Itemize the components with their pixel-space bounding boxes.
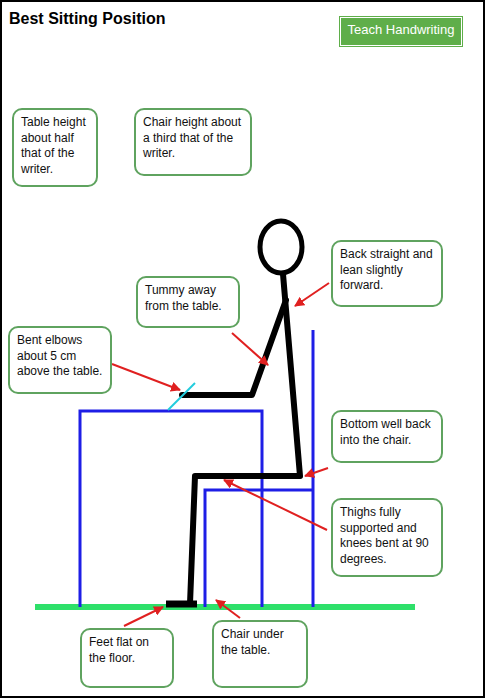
chair-back <box>312 330 315 607</box>
chair-seat <box>205 490 313 607</box>
leader-line <box>305 468 328 476</box>
leader-line <box>112 364 180 390</box>
callout-text: Feet flat on the floor. <box>89 635 165 666</box>
title: Best Sitting Position <box>9 10 165 28</box>
callout-text: Teach Handwriting <box>347 22 455 39</box>
callout-text: Chair height about a third that of the w… <box>143 115 243 162</box>
leader-line <box>216 600 240 618</box>
callout-box: Bottom well back into the chair. <box>331 410 443 463</box>
callout-text: Bent elbows about 5 cm above the table. <box>17 333 103 380</box>
callout-box: Thighs fully supported and knees bent at… <box>331 498 443 577</box>
callout-text: Bottom well back into the chair. <box>340 417 434 448</box>
table-outline <box>80 411 262 607</box>
callout-box: Feet flat on the floor. <box>80 628 174 688</box>
callout-text: Back straight and lean slightly forward. <box>340 247 434 294</box>
callout-box: Chair under the table. <box>212 620 308 688</box>
callout-box: Bent elbows about 5 cm above the table. <box>8 326 112 394</box>
leader-line <box>232 333 268 365</box>
leader-line <box>224 480 327 530</box>
callout-box: Table height about half that of the writ… <box>12 108 98 187</box>
callout-box: Back straight and lean slightly forward. <box>331 240 443 307</box>
leader-line <box>295 283 329 306</box>
button: Teach Handwriting <box>340 17 462 46</box>
figure-head <box>260 221 302 273</box>
callout-text: Thighs fully supported and knees bent at… <box>340 505 434 567</box>
figure-foot <box>166 601 197 608</box>
callout-box: Chair height about a third that of the w… <box>134 108 252 176</box>
callout-text: Table height about half that of the writ… <box>21 115 89 177</box>
leader-line <box>124 607 163 626</box>
callout-text: Chair under the table. <box>221 627 299 658</box>
callout-box: Tummy away from the table. <box>136 276 240 328</box>
callout-text: Tummy away from the table. <box>145 283 231 314</box>
